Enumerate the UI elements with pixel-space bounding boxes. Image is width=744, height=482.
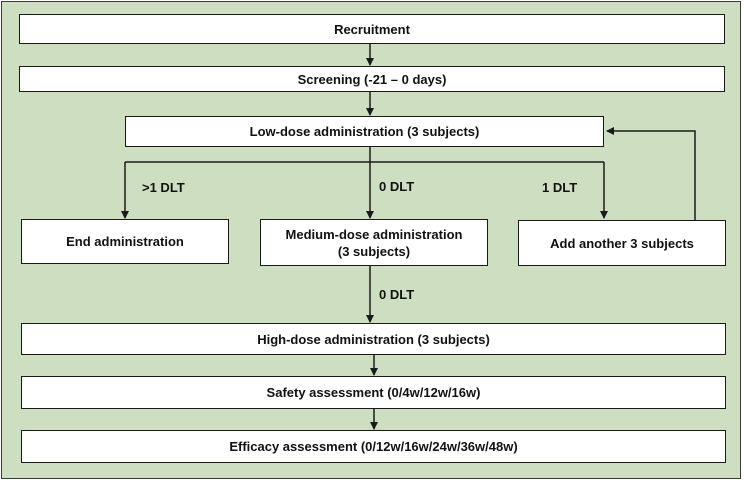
high-dose-label: High-dose administration (3 subjects) (257, 331, 490, 347)
medium-dose-label-line2: (3 subjects) (337, 243, 411, 259)
medium-dose-label-line1: Medium-dose administration (285, 226, 463, 242)
add-another-label: Add another 3 subjects (550, 235, 694, 251)
medium-dose-box: Medium-dose administration (3 subjects) (260, 219, 488, 266)
efficacy-assessment-box: Efficacy assessment (0/12w/16w/24w/36w/4… (21, 430, 726, 463)
screening-label: Screening (-21 – 0 days) (297, 71, 447, 87)
recruitment-box: Recruitment (19, 14, 725, 44)
zero-dlt-medium-label: 0 DLT (379, 287, 415, 302)
end-administration-box: End administration (21, 219, 229, 264)
gt1-dlt-label: >1 DLT (142, 180, 185, 195)
add-another-box: Add another 3 subjects (518, 220, 726, 266)
recruitment-label: Recruitment (334, 21, 410, 37)
end-administration-label: End administration (66, 234, 184, 249)
zero-dlt-low-label: 0 DLT (379, 179, 415, 194)
high-dose-box: High-dose administration (3 subjects) (21, 323, 726, 355)
safety-assessment-box: Safety assessment (0/4w/12w/16w) (21, 376, 726, 409)
safety-assessment-label: Safety assessment (0/4w/12w/16w) (266, 385, 481, 400)
screening-box: Screening (-21 – 0 days) (19, 66, 725, 92)
one-dlt-label: 1 DLT (542, 180, 578, 195)
low-dose-box: Low-dose administration (3 subjects) (125, 116, 604, 147)
low-dose-label: Low-dose administration (3 subjects) (249, 124, 480, 139)
efficacy-assessment-label: Efficacy assessment (0/12w/16w/24w/36w/4… (229, 439, 518, 454)
